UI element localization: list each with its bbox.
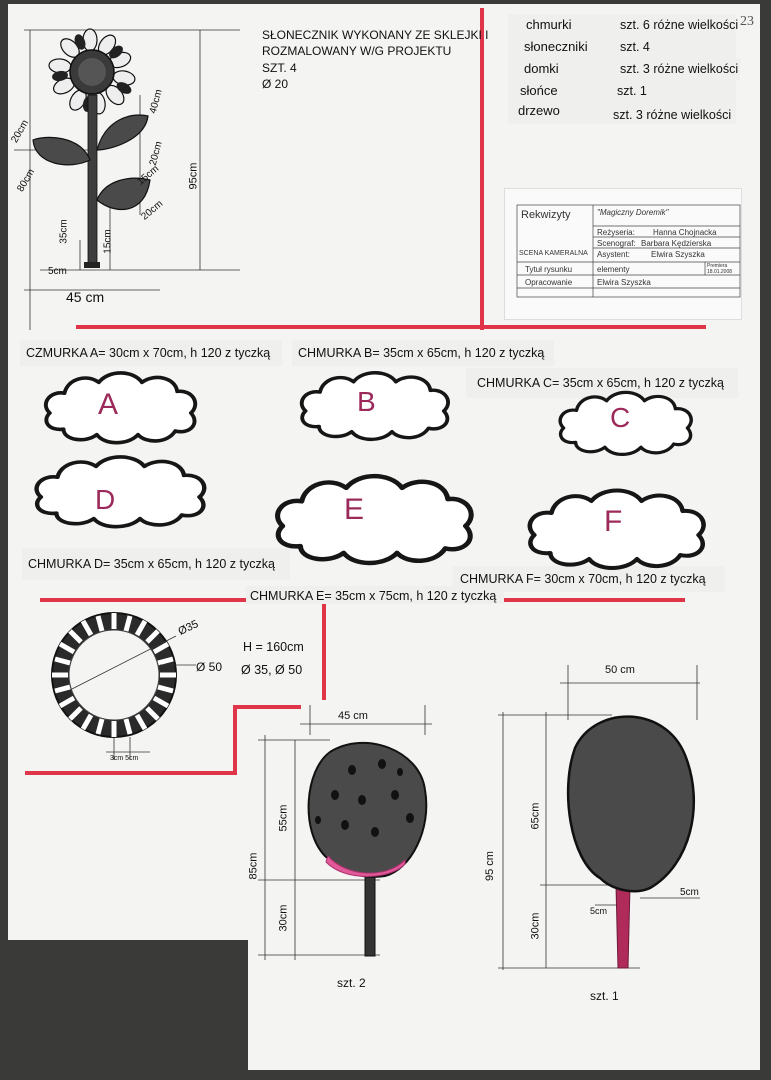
props-item-qty: szt. 3 różne wielkości [613, 108, 732, 122]
card-scenograf-label: Scenograf: [597, 239, 636, 248]
cloud-letter-f: F [604, 505, 623, 538]
tree-small-trunk: 30cm [277, 904, 290, 932]
tree-large-width: 50 cm [605, 664, 635, 676]
cloud-letter-a: A [98, 388, 119, 421]
tree-small-total: 85cm [247, 852, 260, 880]
sunflower-dim-label: 35cm [58, 219, 70, 244]
cloud-label-f: CHMURKA F= 30cm x 70cm, h 120 z tyczką [460, 572, 706, 586]
sun-diameters: Ø 35, Ø 50 [241, 663, 303, 677]
card-tytul: elementy [597, 265, 630, 274]
divider-vertical-middle [322, 600, 326, 700]
props-item-qty: szt. 1 [617, 84, 647, 98]
cloud-label-a: CZMURKA A= 30cm x 70cm, h 120 z tyczką [26, 346, 271, 360]
sunflower-dim-label: 95cm [187, 162, 200, 190]
card-asystent: Elwira Szyszka [651, 250, 705, 259]
tree-small-width: 45 cm [338, 710, 368, 722]
props-item-name: słoneczniki [524, 39, 588, 54]
props-item-qty: szt. 6 różne wielkości [620, 18, 739, 32]
tree-large-total: 95 cm [483, 851, 496, 881]
cloud-label-e: CHMURKA E= 35cm x 75cm, h 120 z tyczką [250, 589, 497, 603]
card-scena: SCENA KAMERALNA [519, 250, 588, 257]
cloud-label-b: CHMURKA B= 35cm x 65cm, h 120 z tyczką [298, 346, 545, 360]
card-opracowanie: Elwira Szyszka [597, 278, 651, 287]
props-item-qty: szt. 4 [620, 40, 650, 54]
card-title: "Magiczny Doremik" [597, 208, 669, 217]
props-item-name: domki [524, 61, 559, 76]
cloud-letter-b: B [357, 386, 376, 417]
divider-vertical-top [480, 8, 484, 330]
sunflower-dim-label: 45 cm [66, 289, 105, 305]
page-number: 23 [740, 14, 754, 29]
props-item-qty: szt. 3 różne wielkości [620, 62, 739, 76]
sunflower-caption: SŁONECZNIK WYKONANY ZE SKLEJKI I [262, 28, 489, 42]
divider-step-top [233, 705, 301, 709]
sun-height: H = 160cm [243, 640, 304, 654]
sunflower-caption: ROZMALOWANY W/G PROJEKTU [262, 44, 452, 58]
divider-horizontal-top [76, 325, 706, 329]
card-premiera: Premiera 18.01.2008 [707, 263, 733, 275]
sun-d50: Ø 50 [196, 660, 223, 674]
paper-sheet-main [8, 4, 760, 940]
tree-large-qty: szt. 1 [590, 989, 619, 1003]
props-item-name: drzewo [518, 103, 560, 118]
sunflower-dim-label: 5cm [48, 266, 67, 277]
card-asystent-label: Asystent: [597, 250, 630, 259]
tree-large-trunk-width-2: 5cm [590, 906, 608, 916]
cloud-label-d: CHMURKA D= 35cm x 65cm, h 120 z tyczką [28, 557, 275, 571]
card-rezyseria: Hanna Chojnacka [653, 228, 717, 237]
tree-small-qty: szt. 2 [337, 976, 366, 990]
title-card: Rekwizyty "Magiczny Doremik" Reżyseria: … [504, 188, 742, 320]
props-item-name: chmurki [526, 17, 572, 32]
sun-ring: 3cm 5cm [110, 755, 139, 762]
cloud-letter-e: E [344, 493, 365, 526]
card-rezyseria-label: Reżyseria: [597, 228, 635, 237]
sunflower-caption: SZT. 4 [262, 61, 297, 75]
tree-large-trunk: 30cm [529, 912, 542, 940]
tree-large-crown: 65cm [529, 802, 542, 830]
cloud-letter-c: C [610, 402, 631, 433]
sunflower-dim-label: 15cm [102, 229, 114, 254]
card-tytul-label: Tytuł rysunku [525, 265, 573, 274]
card-scenograf: Barbara Kędzierska [641, 239, 712, 248]
divider-horizontal-bottom [25, 771, 237, 775]
sunflower-caption: Ø 20 [262, 77, 289, 91]
paper-sheet-lower [248, 930, 760, 1070]
card-rekwizyty: Rekwizyty [521, 209, 571, 221]
tree-large-trunk-width: 5cm [680, 887, 699, 898]
tree-small-crown: 55cm [277, 804, 290, 832]
cloud-label-c: CHMURKA C= 35cm x 65cm, h 120 z tyczką [477, 376, 724, 390]
props-item-name: słońce [520, 83, 558, 98]
cloud-letter-d: D [95, 484, 116, 515]
divider-step-vertical [233, 705, 237, 775]
card-opracowanie-label: Opracowanie [525, 278, 573, 287]
